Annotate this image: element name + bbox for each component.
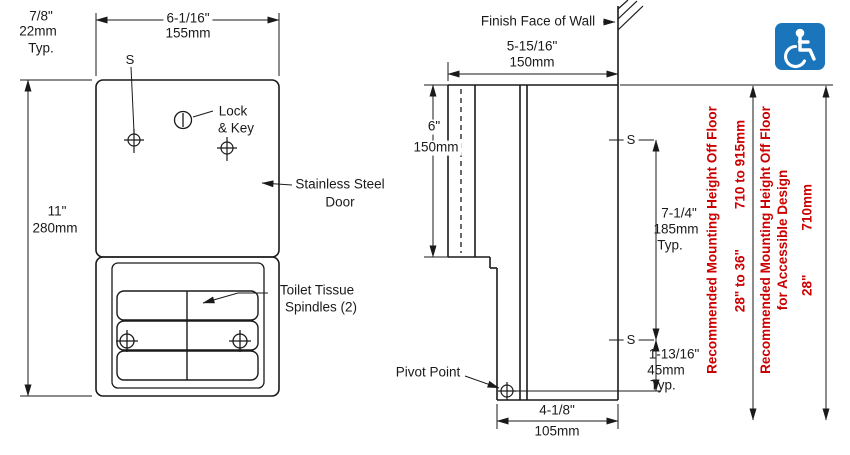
side-view bbox=[447, 0, 644, 401]
pivot-point-label: Pivot Point bbox=[395, 364, 461, 380]
side-depth-bottom-inches: 4-1/8" bbox=[539, 402, 575, 418]
spindles-label-line1: Toilet Tissue bbox=[279, 282, 355, 298]
front-door-outline bbox=[95, 79, 280, 258]
wheelchair-accessibility-icon bbox=[775, 23, 825, 70]
front-offset-mm: 22mm bbox=[19, 23, 57, 39]
screw-centerline bbox=[130, 66, 135, 133]
side-view-dimensions bbox=[424, 18, 833, 429]
side-depth-top-mm: 150mm bbox=[509, 54, 555, 70]
front-offset-inches: 7/8" bbox=[29, 8, 53, 24]
screw-spacing-mm: 185mm bbox=[653, 221, 699, 237]
screw-spacing-typ: Typ. bbox=[657, 237, 683, 253]
mount-screw-icon bbox=[116, 330, 138, 352]
standard-mounting-note: Recommended Mounting Height Off Floor bbox=[704, 106, 720, 374]
front-width-inches: 6-1/16" bbox=[163, 11, 213, 27]
spindle-bars bbox=[116, 290, 259, 381]
accessible-height-mm: 710mm bbox=[799, 184, 815, 231]
front-height-inches: 11" bbox=[47, 203, 67, 219]
side-screw-mark-top: S bbox=[623, 132, 639, 148]
standard-mounting-range: 28" to 36" 710 to 915mm bbox=[733, 120, 748, 312]
mount-screw-icon bbox=[229, 330, 251, 352]
standard-range-inches: 28" to 36" bbox=[732, 249, 748, 313]
accessible-mounting-height: 28" 710mm bbox=[800, 184, 815, 296]
front-recess-opening bbox=[111, 262, 265, 389]
door-label-line1: Stainless Steel bbox=[295, 176, 385, 192]
side-upper-height-inches: 6" bbox=[424, 119, 444, 135]
side-profile-outline bbox=[447, 84, 619, 401]
accessible-height-inches: 28" bbox=[799, 274, 815, 296]
lock-label-line1: Lock bbox=[218, 103, 248, 119]
pivot-screw-icon bbox=[498, 382, 516, 400]
front-offset-typ: Typ. bbox=[28, 40, 54, 56]
front-view bbox=[95, 66, 280, 397]
accessible-note-line1: Recommended Mounting Height Off Floor bbox=[758, 106, 774, 374]
front-screw-mark: S bbox=[125, 51, 135, 67]
side-depth-top-inches: 5-15/16" bbox=[506, 38, 558, 54]
spindles-label-line2: Spindles (2) bbox=[284, 299, 358, 315]
front-lower-cabinet-outline bbox=[95, 256, 280, 397]
pivot-offset-mm: 45mm bbox=[647, 362, 685, 378]
accessible-mounting-note: Recommended Mounting Height Off Floor fo… bbox=[758, 106, 792, 374]
door-screw-icon bbox=[124, 129, 144, 153]
door-screw-icon bbox=[217, 137, 237, 161]
pivot-offset-inches: 1-13/16" bbox=[648, 346, 700, 362]
accessible-note-line2: for Accessible Design bbox=[775, 169, 790, 311]
wall-face-label: Finish Face of Wall bbox=[480, 13, 596, 29]
side-screw-mark-bottom: S bbox=[623, 332, 639, 348]
lock-icon bbox=[173, 110, 214, 130]
pivot-offset-typ: Typ. bbox=[650, 377, 676, 393]
side-depth-bottom-mm: 105mm bbox=[534, 423, 580, 439]
screw-spacing-inches: 7-1/4" bbox=[661, 205, 697, 221]
side-upper-height-mm: 150mm bbox=[410, 140, 462, 156]
front-height-mm: 280mm bbox=[32, 220, 78, 236]
lock-label-line2: & Key bbox=[217, 120, 255, 136]
standard-range-mm: 710 to 915mm bbox=[732, 119, 748, 210]
door-leader-arrow bbox=[261, 180, 293, 188]
pivot-leader-arrow bbox=[464, 375, 500, 389]
wall-hatch bbox=[617, 0, 644, 85]
door-label-line2: Door bbox=[325, 194, 355, 210]
spindles-leader-arrow bbox=[202, 292, 268, 304]
front-width-mm: 155mm bbox=[165, 25, 211, 41]
